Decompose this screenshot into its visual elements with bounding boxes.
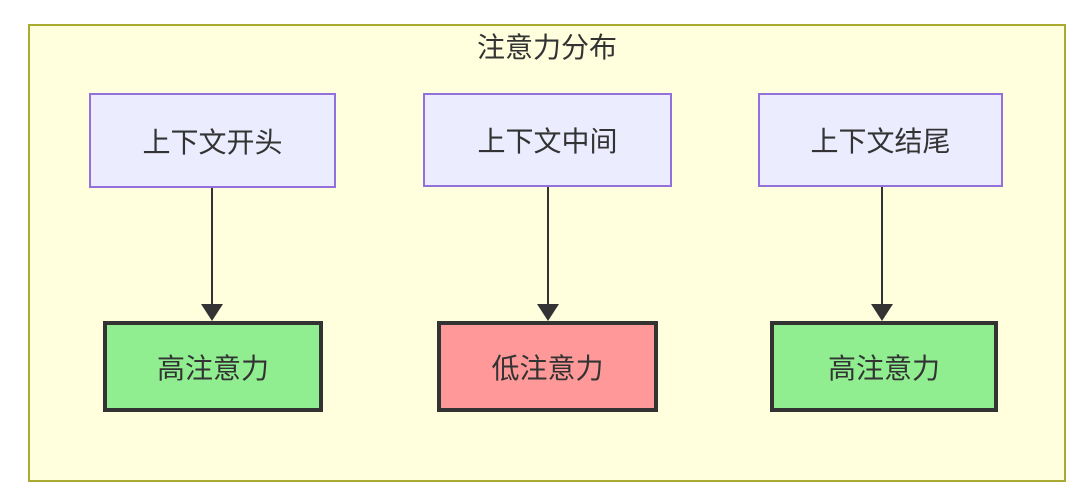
node-low-attention-middle: 低注意力 [437,321,658,412]
node-context-middle: 上下文中间 [423,93,672,187]
arrow-context-end-to-high-attention [881,187,883,305]
arrow-context-middle-to-low-attention [547,187,549,305]
node-context-start-label: 上下文开头 [142,126,283,158]
node-high-attention-start: 高注意力 [103,321,323,412]
arrowhead-down-icon [201,304,223,321]
node-high-attention-end: 高注意力 [770,321,998,412]
arrowhead-down-icon [871,304,893,321]
node-context-start: 上下文开头 [89,93,336,188]
node-high-attention-end-label: 高注意力 [827,352,940,384]
node-context-middle-label: 上下文中间 [477,126,618,157]
node-high-attention-start-label: 高注意力 [156,352,269,384]
diagram-title: 注意力分布 [476,32,617,63]
node-context-end-label: 上下文结尾 [810,126,951,157]
node-low-attention-middle-label: 低注意力 [491,352,604,384]
arrow-context-start-to-high-attention [211,188,213,305]
arrowhead-down-icon [537,304,559,321]
node-context-end: 上下文结尾 [758,93,1003,187]
